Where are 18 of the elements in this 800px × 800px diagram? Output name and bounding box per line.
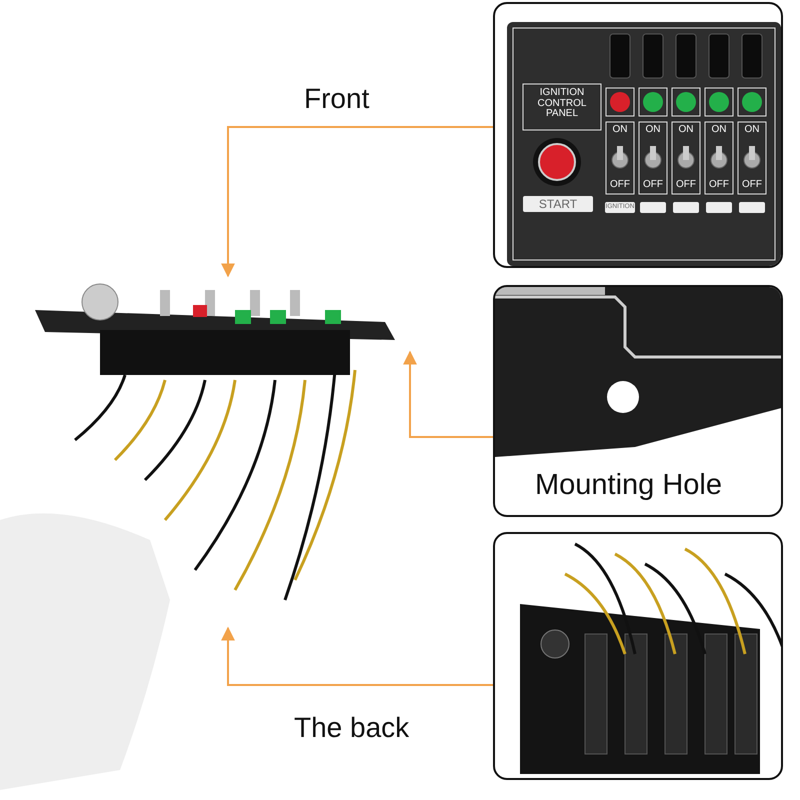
photo-placeholder [493, 532, 783, 780]
arrow [221, 126, 493, 278]
panel-label: ON [678, 125, 694, 136]
panel-label: OFF [708, 180, 730, 190]
panel-label: ON [612, 125, 628, 136]
panel-label: OFF [675, 180, 697, 190]
panel-label: ON [710, 125, 728, 136]
panel-label: ON [644, 125, 662, 136]
arrow [221, 626, 493, 686]
panel-label: OFF [741, 180, 763, 190]
panel-label: START [538, 198, 578, 211]
panel-label: IGNITION CONTROL PANEL [536, 88, 588, 120]
panel-caption: Mounting Hole [535, 469, 722, 502]
photo-panel [493, 285, 783, 517]
panel-label: OFF [609, 180, 631, 190]
panel-label: ON [744, 125, 760, 136]
panel-label: OFF [642, 180, 664, 190]
arrow [403, 350, 493, 438]
